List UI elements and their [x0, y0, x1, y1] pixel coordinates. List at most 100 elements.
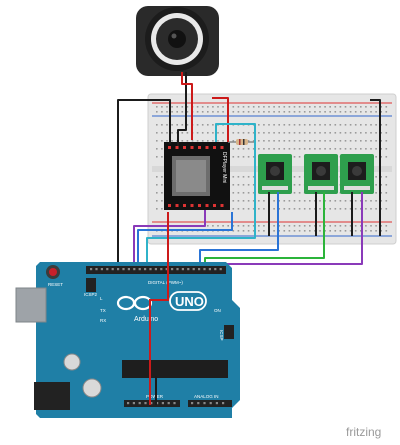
pin-hole — [232, 106, 235, 108]
pin-hole — [237, 156, 240, 158]
pin-hole — [365, 208, 367, 210]
pin-hole — [334, 225, 337, 227]
pin-hole — [198, 268, 201, 271]
push-button-module-2[interactable] — [304, 154, 338, 194]
pin-hole — [212, 140, 214, 142]
pin-hole — [247, 208, 250, 210]
pin-hole — [156, 124, 158, 126]
pin-hole — [339, 140, 342, 142]
pin-hole — [247, 192, 250, 194]
pin-hole — [171, 106, 173, 108]
pin-hole — [127, 402, 130, 405]
pin-hole — [278, 140, 280, 142]
pin-hole — [283, 230, 286, 232]
pin-hole — [161, 208, 163, 210]
pin-hole — [278, 208, 280, 210]
pin-hole — [314, 225, 316, 227]
on-label: ON — [214, 308, 221, 313]
wire-vcc-red — [212, 97, 229, 142]
pin-hole — [232, 200, 235, 202]
pin-hole — [298, 156, 301, 158]
pin-hole — [314, 200, 316, 202]
pin-hole — [370, 124, 372, 126]
pin-hole — [252, 184, 255, 186]
pin-hole — [329, 132, 331, 134]
pin-hole — [165, 268, 168, 271]
push-button-module-1[interactable] — [258, 154, 292, 194]
pin-hole — [375, 225, 377, 227]
pin-hole — [144, 268, 147, 271]
pin-hole — [385, 124, 388, 126]
pin-hole — [237, 111, 240, 113]
pin-hole — [293, 176, 296, 178]
pin-hole — [156, 148, 158, 150]
push-button-module-3[interactable] — [340, 154, 374, 194]
pin-hole — [319, 148, 321, 150]
wire-cyan — [146, 123, 256, 268]
pin-hole — [127, 268, 130, 271]
pin-hole — [166, 111, 168, 113]
pin-hole — [309, 148, 311, 150]
pin-hole — [232, 140, 235, 142]
pin-hole — [222, 111, 224, 113]
dfplayer-pins — [168, 146, 224, 207]
pin-hole — [161, 111, 163, 113]
pin-hole — [298, 124, 301, 126]
pin-hole — [283, 106, 286, 108]
pin-hole — [175, 204, 179, 207]
pin-hole — [144, 402, 147, 405]
pin-hole — [360, 140, 362, 142]
pin-hole — [278, 132, 280, 134]
pin-hole — [380, 106, 382, 108]
power-header-pins — [127, 402, 225, 405]
pin-hole — [329, 200, 331, 202]
pin-hole — [339, 124, 342, 126]
dfplayer-label: DFPlayer Mini — [221, 152, 227, 183]
pin-hole — [273, 132, 275, 134]
analog-label: ANALOG IN — [194, 394, 219, 399]
pin-hole — [232, 132, 235, 134]
pin-hole — [207, 140, 209, 142]
pin-hole — [196, 106, 199, 108]
pin-hole — [349, 106, 352, 108]
pin-hole — [149, 268, 152, 271]
pin-hole — [303, 111, 306, 113]
pin-hole — [324, 132, 326, 134]
pin-hole — [138, 268, 141, 271]
pin-hole — [209, 402, 212, 405]
pin-hole — [319, 140, 321, 142]
resistor — [228, 139, 256, 145]
pin-hole — [273, 111, 275, 113]
pin-hole — [232, 192, 235, 194]
pin-hole — [339, 225, 342, 227]
pin-hole — [111, 268, 114, 271]
pin-hole — [237, 225, 240, 227]
pin-hole — [273, 230, 275, 232]
pin-hole — [380, 124, 382, 126]
pin-hole — [319, 208, 321, 210]
pin-hole — [354, 200, 357, 202]
pin-hole — [344, 124, 347, 126]
pin-hole — [242, 156, 245, 158]
pin-hole — [186, 106, 189, 108]
pin-hole — [375, 156, 377, 158]
pin-hole — [212, 124, 214, 126]
pin-hole — [207, 132, 209, 134]
pin-hole — [375, 140, 377, 142]
pin-hole — [365, 148, 367, 150]
pin-hole — [122, 268, 125, 271]
pin-hole — [181, 268, 184, 271]
pin-hole — [132, 402, 135, 405]
pin-hole — [324, 106, 326, 108]
pin-hole — [252, 111, 255, 113]
pin-hole — [370, 200, 372, 202]
reset-label: RESET — [48, 282, 63, 287]
pin-hole — [222, 106, 224, 108]
pin-hole — [309, 106, 311, 108]
pin-hole — [324, 140, 326, 142]
pin-hole — [354, 225, 357, 227]
pin-hole — [385, 111, 388, 113]
pin-hole — [106, 268, 109, 271]
pin-hole — [247, 176, 250, 178]
pin-hole — [298, 106, 301, 108]
